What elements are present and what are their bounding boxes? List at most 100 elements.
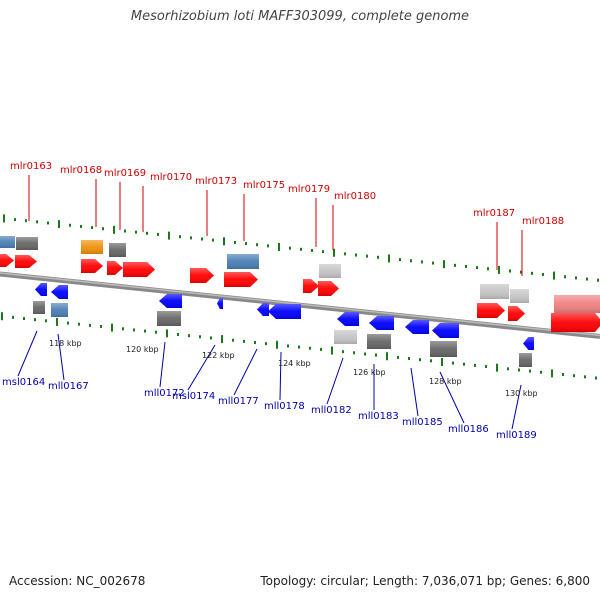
label-leaders bbox=[17, 175, 523, 430]
forward-gene-arrow bbox=[318, 281, 339, 296]
track-tick bbox=[309, 346, 311, 350]
position-label: 124 kbp bbox=[278, 359, 311, 368]
reverse-gene-arrow bbox=[432, 323, 459, 338]
track-tick bbox=[100, 325, 102, 329]
track-tick bbox=[551, 369, 553, 378]
track-tick bbox=[573, 374, 575, 378]
forward-gene-arrow bbox=[303, 279, 319, 293]
label-leader bbox=[17, 330, 38, 377]
reverse-gene-label: mll0177 bbox=[218, 396, 259, 407]
forward-gene-arrow bbox=[107, 261, 123, 275]
gene-box bbox=[430, 341, 457, 357]
reverse-gene-arrow bbox=[217, 298, 223, 309]
track-tick bbox=[287, 344, 289, 348]
forward-gene-label: mlr0168 bbox=[60, 165, 102, 176]
track-tick bbox=[223, 237, 225, 246]
track-tick bbox=[245, 242, 247, 246]
track-tick bbox=[91, 226, 93, 230]
track-tick bbox=[67, 321, 69, 325]
track-tick bbox=[375, 353, 377, 357]
gene-box bbox=[319, 264, 341, 278]
track-tick bbox=[12, 315, 14, 319]
label-leader bbox=[410, 367, 419, 417]
gene-box bbox=[109, 243, 126, 257]
track-tick bbox=[496, 363, 498, 372]
forward-gene-label: mlr0188 bbox=[522, 216, 564, 227]
accession-text: Accession: NC_002678 bbox=[9, 574, 146, 588]
track-tick bbox=[485, 365, 487, 369]
reverse-gene-label: mll0167 bbox=[48, 381, 89, 392]
track-tick bbox=[124, 229, 126, 233]
track-tick bbox=[179, 235, 181, 239]
reverse-gene-label: mll0172 bbox=[144, 388, 185, 399]
gene-box bbox=[227, 254, 259, 269]
track-tick bbox=[190, 236, 192, 240]
track-tick bbox=[34, 318, 36, 322]
track-tick bbox=[432, 261, 434, 265]
track-tick bbox=[78, 322, 80, 326]
track-tick bbox=[113, 225, 115, 234]
forward-gene-arrow bbox=[508, 306, 525, 321]
label-leader bbox=[439, 371, 465, 424]
forward-gene-arrow bbox=[123, 262, 155, 277]
track-tick bbox=[529, 369, 531, 373]
forward-gene-arrow bbox=[190, 268, 214, 283]
label-leader bbox=[233, 348, 258, 396]
track-tick bbox=[377, 255, 379, 259]
track-tick bbox=[595, 376, 597, 380]
track-tick bbox=[56, 317, 58, 326]
label-leader bbox=[187, 344, 216, 391]
track-tick bbox=[201, 237, 203, 241]
track-tick bbox=[487, 267, 489, 271]
track-tick bbox=[586, 277, 588, 281]
gene-box bbox=[367, 334, 391, 349]
track-tick bbox=[388, 254, 390, 263]
track-tick bbox=[454, 263, 456, 267]
genome-summary-text: Topology: circular; Length: 7,036,071 bp… bbox=[260, 574, 590, 588]
track-tick bbox=[364, 352, 366, 356]
track-ticks bbox=[1, 214, 599, 380]
track-tick bbox=[254, 341, 256, 345]
track-tick bbox=[47, 221, 49, 225]
track-tick bbox=[399, 258, 401, 262]
track-tick bbox=[353, 351, 355, 355]
track-tick bbox=[397, 355, 399, 359]
position-label: 126 kbp bbox=[353, 368, 386, 377]
track-tick bbox=[342, 350, 344, 354]
track-tick bbox=[540, 370, 542, 374]
track-tick bbox=[89, 323, 91, 327]
track-tick bbox=[443, 260, 445, 269]
track-tick bbox=[234, 240, 236, 244]
forward-gene-label: mlr0187 bbox=[473, 208, 515, 219]
track-tick bbox=[58, 220, 60, 229]
track-tick bbox=[452, 361, 454, 365]
track-tick bbox=[36, 220, 38, 224]
gene-box bbox=[554, 295, 600, 313]
reverse-gene-label: mll0178 bbox=[264, 401, 305, 412]
reverse-gene-label: mll0182 bbox=[311, 405, 352, 416]
track-tick bbox=[333, 248, 335, 257]
track-tick bbox=[232, 338, 234, 342]
genes-layer bbox=[0, 236, 600, 367]
forward-gene-label: mlr0180 bbox=[334, 191, 376, 202]
track-tick bbox=[421, 260, 423, 264]
reverse-gene-arrow bbox=[405, 320, 429, 334]
track-tick bbox=[276, 340, 278, 349]
track-tick bbox=[419, 358, 421, 362]
forward-gene-arrow bbox=[81, 259, 103, 273]
forward-gene-arrow bbox=[551, 313, 600, 332]
track-tick bbox=[474, 363, 476, 367]
track-tick bbox=[476, 266, 478, 270]
position-label: 122 kbp bbox=[202, 351, 235, 360]
track-tick bbox=[102, 227, 104, 231]
forward-gene-arrow bbox=[477, 303, 505, 318]
track-tick bbox=[553, 271, 555, 280]
track-tick bbox=[267, 244, 269, 248]
position-label: 130 kbp bbox=[505, 389, 538, 398]
reverse-gene-arrow bbox=[257, 303, 269, 316]
track-tick bbox=[300, 247, 302, 251]
track-tick bbox=[243, 339, 245, 343]
track-tick bbox=[344, 252, 346, 256]
gene-box bbox=[510, 289, 529, 303]
